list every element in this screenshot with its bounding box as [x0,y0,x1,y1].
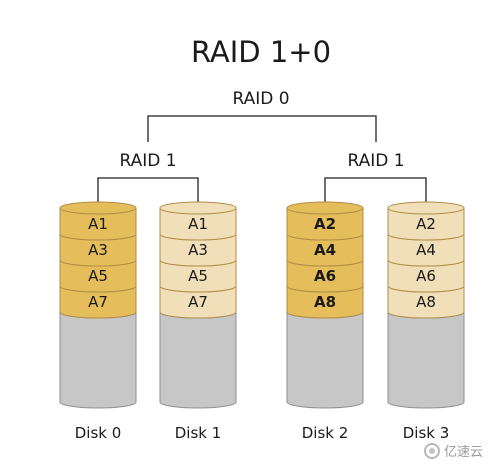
raid1-right-connector [324,177,427,204]
block-label: A3 [88,241,108,259]
disk-block [59,259,137,293]
watermark-text: 亿速云 [443,445,483,460]
disk-block-top [59,201,137,215]
yisuyun-logo-icon [423,442,440,459]
block-label: A8 [416,293,436,311]
block-label: A7 [88,293,108,311]
disk-block [159,233,237,267]
block-label: A2 [416,215,436,233]
disk-block [286,207,364,241]
disk-empty-space [286,311,364,409]
disk-block [159,207,237,241]
disk-block [387,207,465,241]
disk-block-top [286,201,364,215]
block-label: A1 [88,215,108,233]
disk-empty-space [159,311,237,409]
disk-label: Disk 2 [302,424,349,442]
raid1-left-connector [97,177,199,204]
disk-block-top [159,201,237,215]
disk-label: Disk 3 [403,424,450,442]
block-label: A8 [314,293,336,311]
block-label: A6 [314,267,336,285]
block-label: A1 [188,215,208,233]
disk-block [59,207,137,241]
raid1-left-label: RAID 1 [119,151,176,171]
raid1-right-label: RAID 1 [347,151,404,171]
disk-block-top [387,201,465,215]
disk-empty-space [59,311,137,409]
disk-block [387,259,465,293]
disk-block [286,285,364,319]
block-label: A4 [416,241,436,259]
block-label: A5 [188,267,208,285]
diagram-title: RAID 1+0 [191,35,331,69]
disk-label: Disk 0 [75,424,122,442]
block-label: A5 [88,267,108,285]
raid0-label: RAID 0 [232,89,289,109]
disk-block [159,259,237,293]
block-label: A6 [416,267,436,285]
disk-block [286,259,364,293]
disk-block [286,233,364,267]
disk-block [59,285,137,319]
disk-block [159,285,237,319]
block-label: A4 [314,241,336,259]
block-label: A2 [314,215,336,233]
disk-block [387,233,465,267]
watermark: 亿速云 [423,441,483,460]
disk-block [387,285,465,319]
disk-empty-space [387,311,465,409]
block-label: A3 [188,241,208,259]
disk-label: Disk 1 [175,424,222,442]
raid0-connector [147,115,377,142]
block-label: A7 [188,293,208,311]
disk-block [59,233,137,267]
